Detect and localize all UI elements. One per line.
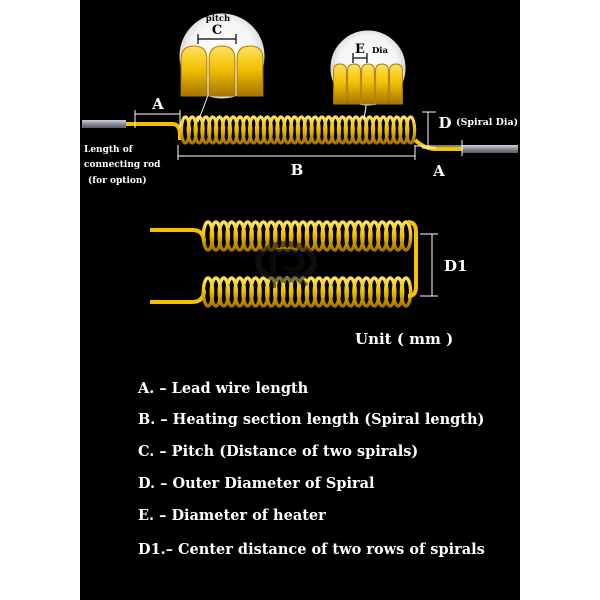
diagram-panel: pitch C E Dia A B A D (Spiral Dia) Lengt…	[80, 0, 520, 600]
magnified-coil-turn	[361, 63, 375, 105]
pitch-zoom-bubble: pitch C	[179, 13, 265, 123]
legend-item-a: A. – Lead wire length	[138, 380, 309, 397]
magnified-coil-turn	[236, 45, 264, 97]
lower-spiral-row	[201, 276, 413, 308]
lead-wire-right	[413, 138, 462, 151]
label-a-left: A	[151, 95, 164, 113]
legend-item-d: D. – Outer Diameter of Spiral	[138, 475, 375, 492]
u-bend	[407, 220, 418, 298]
magnified-coil-turn	[389, 63, 403, 105]
coil-turn	[405, 115, 417, 145]
legend-item-c: C. – Pitch (Distance of two spirals)	[138, 443, 419, 460]
magnified-coil-turn	[180, 45, 208, 97]
rod-note-line-1: Length of	[84, 145, 134, 155]
label-b: B	[291, 161, 304, 179]
pitch-title: pitch	[206, 14, 230, 24]
connecting-rod-right	[462, 145, 518, 153]
lead-wire-upper	[150, 228, 206, 243]
label-d: D	[438, 114, 451, 132]
magnified-coil-turn	[333, 63, 347, 105]
spiral-dia-label: (Spiral Dia)	[456, 117, 518, 128]
rod-note-line-2: connecting rod	[84, 160, 161, 170]
rod-note-line-3: (for option)	[88, 175, 147, 186]
magnified-coil-turn	[375, 63, 389, 105]
coil-turn	[399, 220, 413, 252]
lead-wire-lower	[150, 289, 206, 304]
label-d1: D1	[444, 257, 467, 275]
unit-label: Unit ( mm )	[355, 330, 454, 348]
heater-diagram: pitch C E Dia A B A D (Spiral Dia) Lengt…	[82, 13, 518, 308]
connecting-rod-left	[82, 120, 126, 128]
u-shaped-heater	[150, 220, 418, 308]
watermark-logo	[255, 241, 317, 289]
dimension-lines-top	[134, 110, 463, 160]
legend-item-d1: D1.– Center distance of two rows of spir…	[138, 541, 485, 558]
label-a-right: A	[432, 162, 445, 180]
label-dia: Dia	[372, 46, 389, 56]
coil-turn	[399, 276, 413, 308]
spiral-coil	[179, 115, 417, 145]
magnified-coil-turn	[208, 45, 236, 97]
legend-item-e: E. – Diameter of heater	[138, 507, 326, 524]
lead-wire-left	[126, 122, 182, 140]
upper-spiral-row	[201, 220, 413, 252]
straight-heater	[82, 115, 518, 153]
d1-dimension	[420, 233, 438, 297]
magnified-coil-turn	[347, 63, 361, 105]
legend-item-b: B. – Heating section length (Spiral leng…	[138, 411, 485, 428]
label-e: E	[355, 42, 365, 57]
diameter-zoom-bubble: E Dia	[330, 30, 406, 121]
label-c: C	[212, 23, 222, 38]
